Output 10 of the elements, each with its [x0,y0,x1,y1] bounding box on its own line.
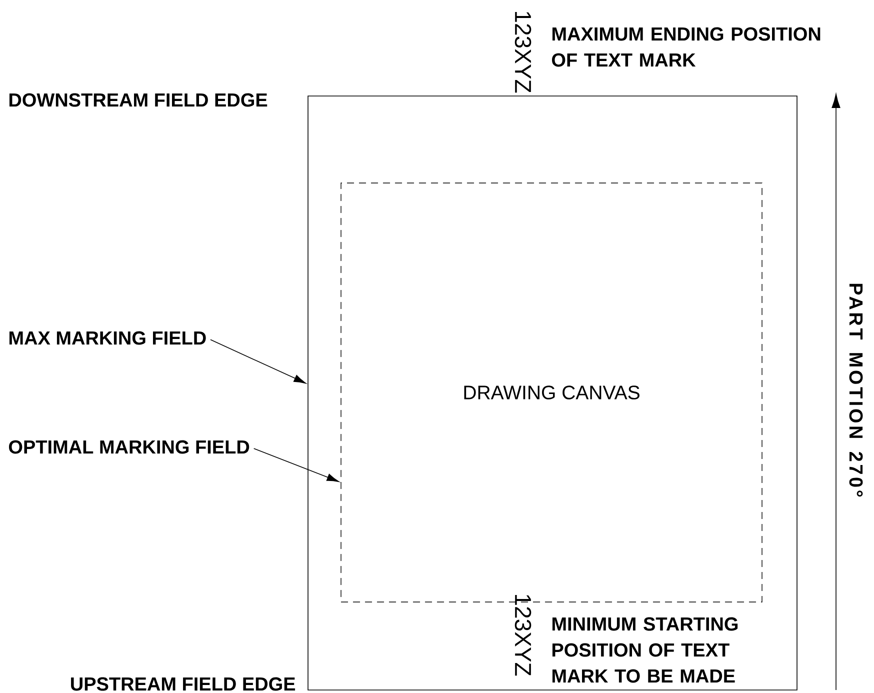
sample-text-mark: 123XYZ [514,12,532,93]
max-marking-field-box [308,96,798,690]
leader-line [253,448,340,482]
note-text: MAXIMUM ENDING POSITION OF TEXT MARK [552,27,820,67]
field-label: MAX MARKING FIELD [9,331,206,345]
leader-line [210,339,306,384]
field-label: OPTIMAL MARKING FIELD [8,440,250,454]
edge-label-text: UPSTREAM FIELD EDGE [71,677,296,691]
edge-label-text: DOWNSTREAM FIELD EDGE [9,93,268,107]
motion-label: PART MOTION 270° [849,284,863,497]
